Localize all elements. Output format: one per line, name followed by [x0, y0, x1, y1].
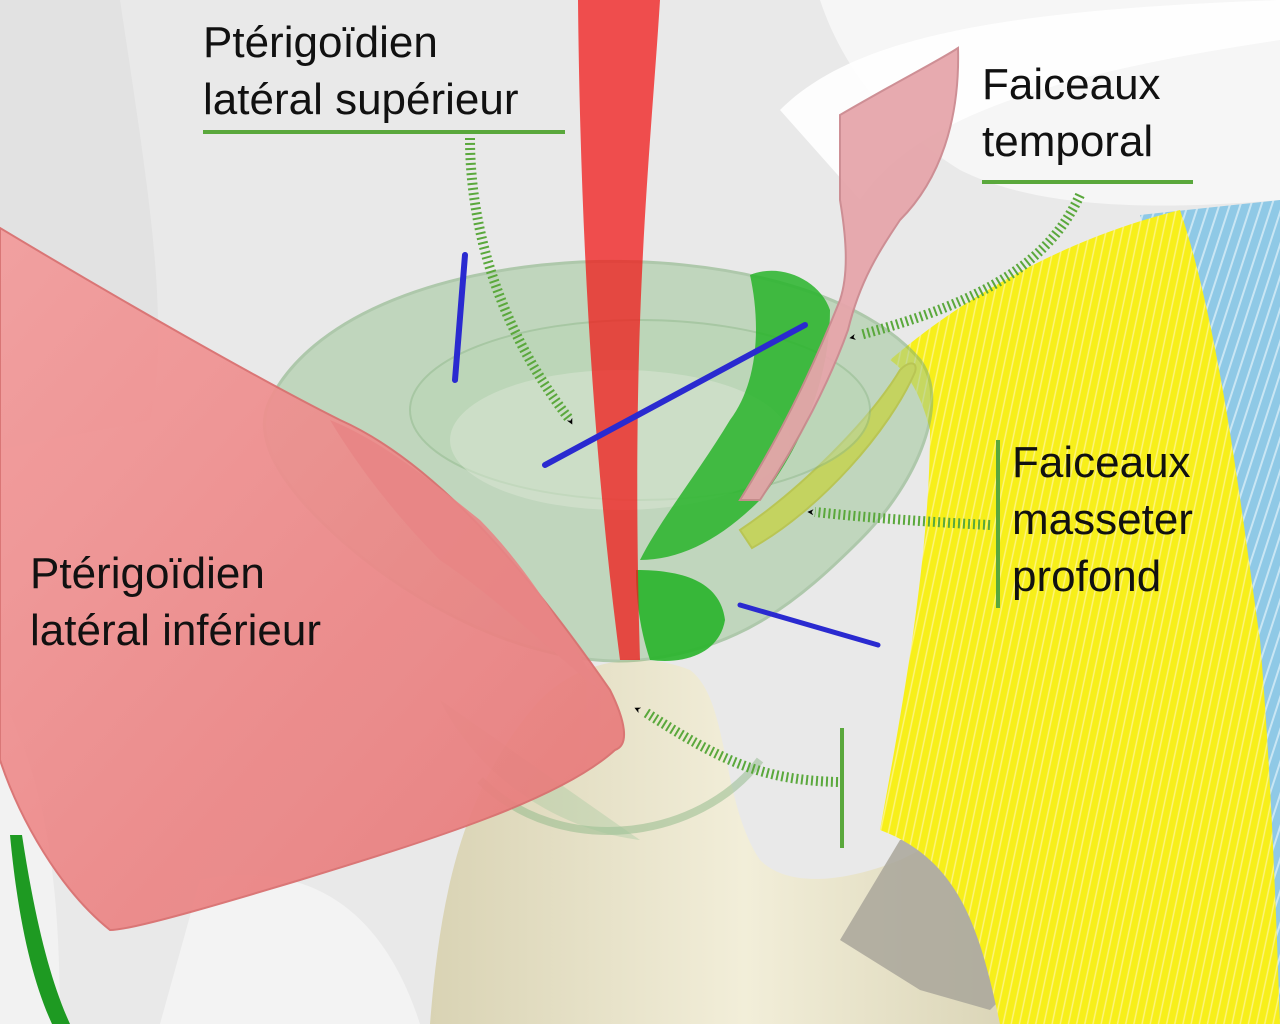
label-masseter-deep-fibers: Faiceaux masseter profond	[1012, 434, 1193, 605]
label-line: temporal	[982, 117, 1154, 166]
label-line: masseter	[1012, 495, 1193, 544]
left-green-strand	[10, 835, 70, 1024]
axis-blue-lines	[452, 252, 881, 648]
pterygoid-fold	[330, 420, 600, 690]
disc-anterior-band	[636, 570, 725, 661]
label-line: Ptérigoïdien	[30, 549, 265, 598]
label-line: Ptérigoïdien	[203, 18, 438, 67]
leader-masseter	[814, 507, 991, 530]
axis-red-ribbon	[578, 0, 660, 660]
label-rules	[203, 130, 1193, 848]
label-line: latéral supérieur	[203, 75, 519, 124]
label-temporal-fibers: Faiceaux temporal	[982, 56, 1161, 170]
disc-posterior-band	[640, 270, 830, 560]
label-lateral-pterygoid-superior: Ptérigoïdien latéral supérieur	[203, 14, 519, 128]
label-lateral-pterygoid-inferior: Ptérigoïdien latéral inférieur	[30, 545, 321, 659]
label-line: profond	[1012, 552, 1162, 601]
leader-lines	[465, 137, 1085, 787]
label-line: Faiceaux	[982, 60, 1161, 109]
leader-superior	[465, 137, 574, 424]
label-line: Faiceaux	[1012, 438, 1191, 487]
leader-temporal	[858, 192, 1085, 340]
lateral-pterygoid-inferior-muscle	[0, 226, 626, 932]
masseter-deep-muscle	[880, 210, 1280, 1024]
label-line: latéral inférieur	[30, 606, 322, 655]
temporal-fibers-muscle	[738, 46, 960, 501]
